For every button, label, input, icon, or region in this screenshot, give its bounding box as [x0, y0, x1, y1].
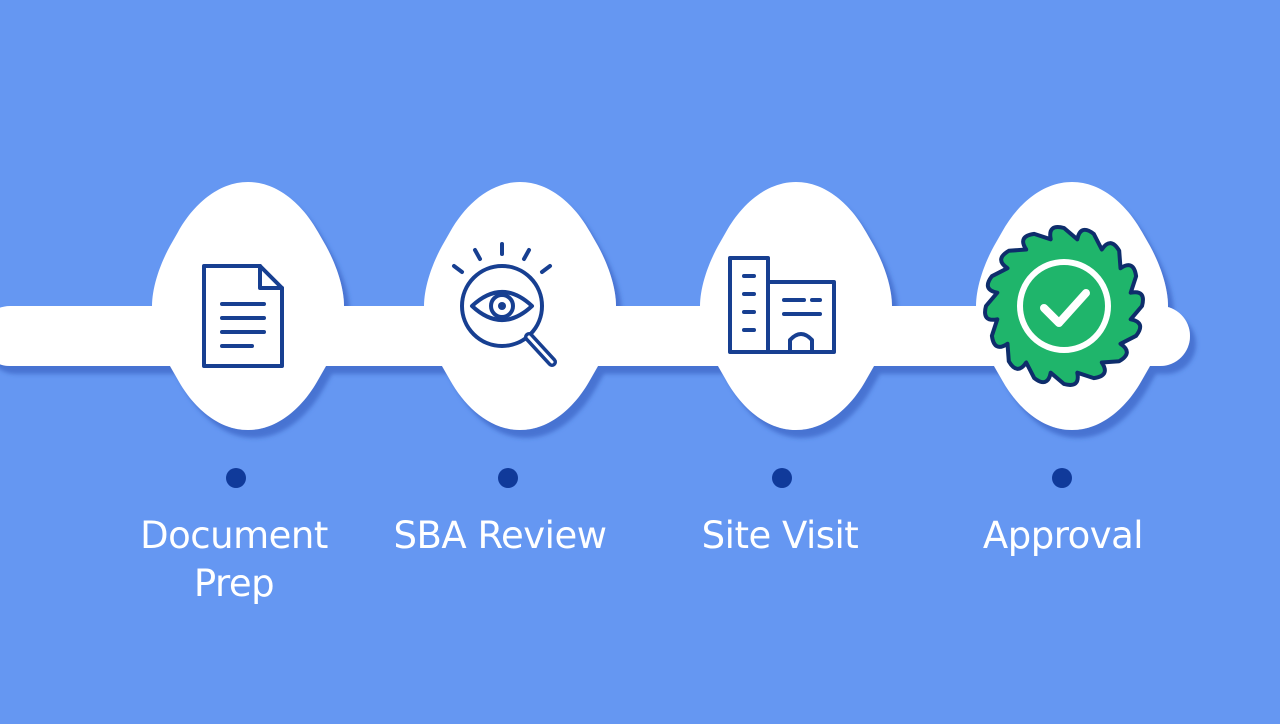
step-label-line: Site Visit [701, 514, 859, 557]
step-dot-approval [1052, 468, 1072, 488]
document-icon [202, 264, 284, 368]
step-label-approval: Approval [933, 512, 1193, 560]
step-label-line: Prep [193, 562, 275, 605]
step-dot-document-prep [226, 468, 246, 488]
step-label-document-prep: Document Prep [104, 512, 364, 608]
step-dot-sba-review [498, 468, 518, 488]
step-node [424, 182, 616, 430]
step-label-site-visit: Site Visit [650, 512, 910, 560]
step-dot-site-visit [772, 468, 792, 488]
step-node [700, 182, 892, 430]
building-icon [728, 256, 836, 354]
step-label-sba-review: SBA Review [370, 512, 630, 560]
magnifier-eye-icon [452, 242, 557, 367]
step-label-line: Approval [982, 514, 1144, 557]
approval-badge-icon [983, 225, 1145, 387]
step-label-line: Document [140, 514, 328, 557]
step-label-line: SBA Review [393, 514, 607, 557]
